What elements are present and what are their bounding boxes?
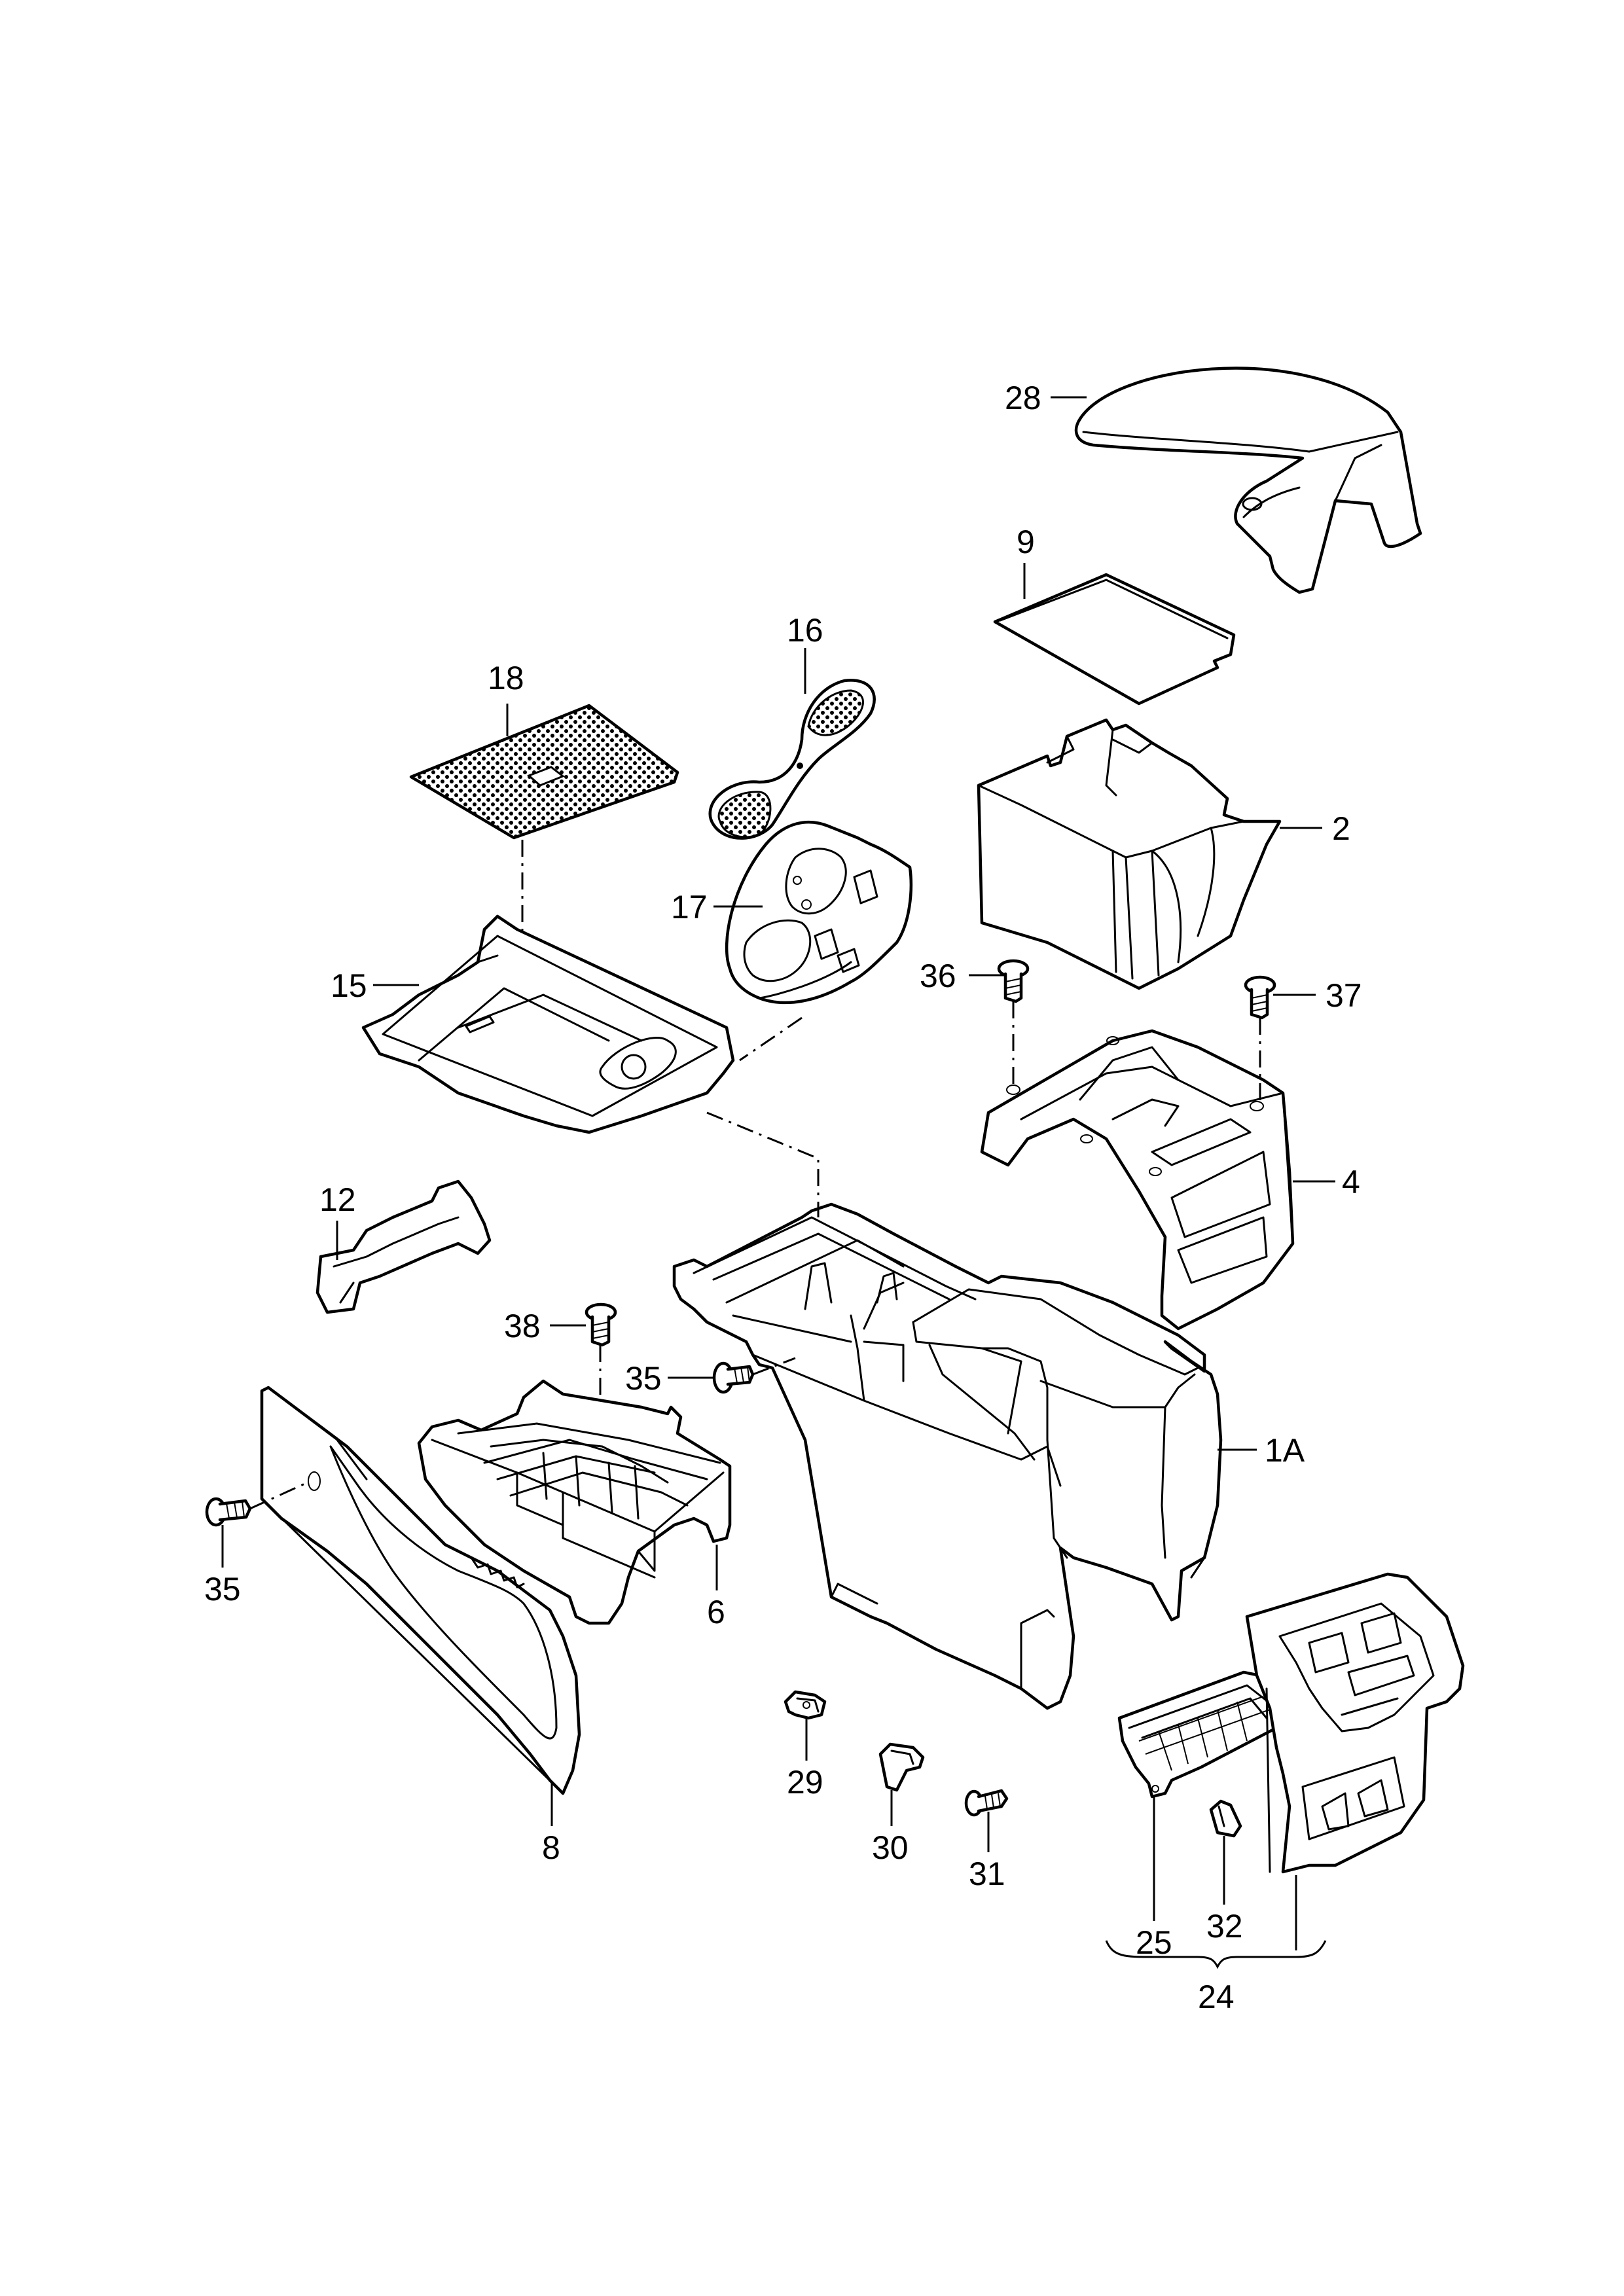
callout-30: 30 [872,1829,909,1866]
callout-18: 18 [488,660,524,696]
screw-part-35-lower [205,1497,252,1527]
callout-16: 16 [787,612,823,649]
cupholder-mat-part-16 [708,679,876,840]
callout-labels: 28 9 16 18 2 17 36 37 15 4 12 38 35 1A 3… [204,380,1362,2015]
clip-part-30 [878,1742,925,1792]
callout-25: 25 [1136,1924,1172,1961]
clip-part-32 [1209,1799,1242,1838]
callout-32: 32 [1206,1908,1243,1945]
callout-24: 24 [1198,1979,1235,2015]
callout-15: 15 [331,967,367,1004]
side-panel-part-8 [260,1386,581,1795]
screw-part-36 [997,959,1030,1003]
callout-38: 38 [504,1308,541,1344]
callout-6: 6 [707,1594,725,1630]
screw-part-35-upper [712,1361,755,1394]
screw-part-38 [585,1302,617,1347]
callout-12: 12 [319,1181,356,1218]
callout-4: 4 [1342,1164,1360,1200]
rear-console-trim-part-24 [1245,1572,1465,1874]
callout-8: 8 [542,1829,560,1866]
storage-bin-part-2 [977,718,1282,990]
bracket-part-4 [980,1029,1295,1331]
callout-31: 31 [969,1856,1005,1892]
cupholder-part-17 [725,820,913,1005]
screw-part-37 [1244,975,1276,1020]
callout-17: 17 [671,889,708,925]
callout-36: 36 [920,958,956,994]
callout-37: 37 [1326,977,1362,1014]
callout-1A: 1A [1265,1432,1305,1469]
armrest-lid-part-28 [1074,367,1422,594]
trim-panel-part-15 [361,914,735,1134]
callout-28: 28 [1005,380,1041,416]
callout-35-lower: 35 [204,1571,241,1607]
callout-9: 9 [1017,524,1035,560]
console-body-part-1A [672,1202,1223,1710]
screw-part-31 [964,1789,1009,1817]
callout-2: 2 [1332,810,1350,847]
alignment-lines [249,840,1261,1510]
mat-part-9 [993,573,1236,706]
dotted-mat-part-18 [409,704,679,840]
callout-35-upper: 35 [625,1360,662,1397]
leader-lines [221,396,1335,1969]
tray-part-6 [417,1379,732,1625]
small-bracket-part-12 [316,1179,492,1314]
clip-part-29 [784,1690,827,1720]
callout-29: 29 [787,1764,823,1801]
